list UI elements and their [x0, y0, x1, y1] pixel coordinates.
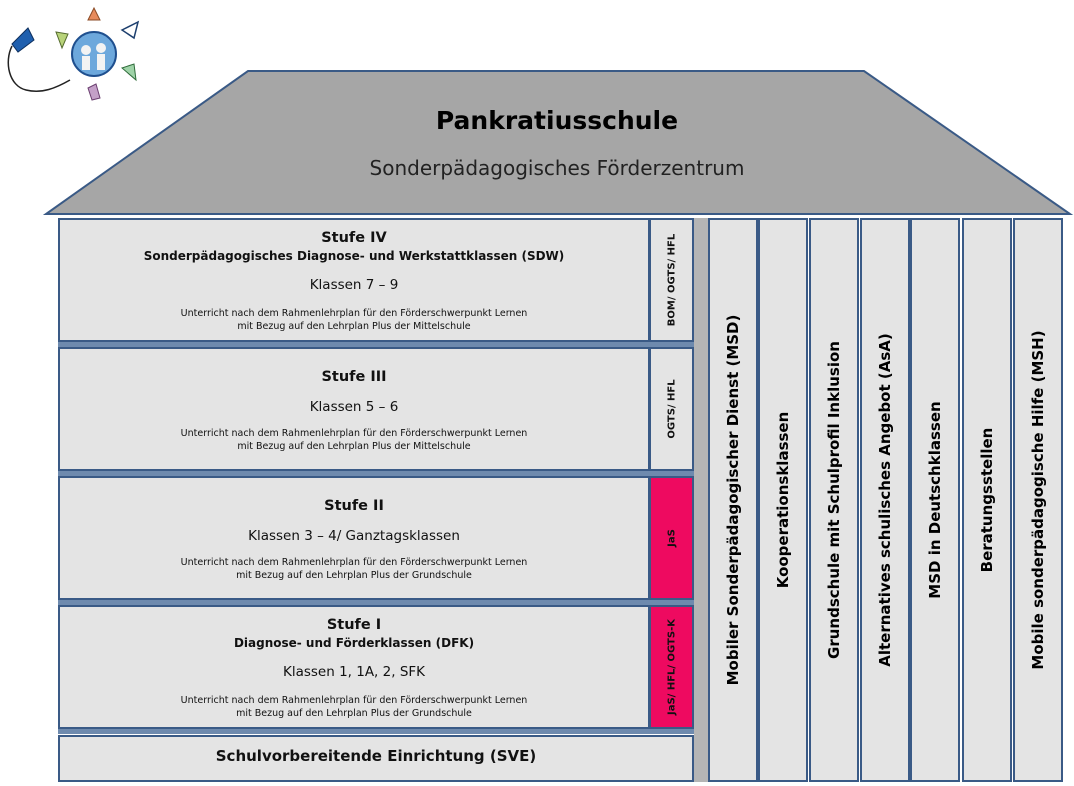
column-beratungsstellen: Beratungsstellen — [962, 218, 1012, 782]
level-note: Unterricht nach dem Rahmenlehrplan für d… — [60, 307, 648, 333]
foundation-sve: Schulvorbereitende Einrichtung (SVE) — [58, 735, 694, 782]
column-label: Alternatives schulisches Angebot (AsA) — [876, 333, 894, 667]
column-msd-deutschklassen: MSD in Deutschklassen — [910, 218, 960, 782]
column-asa: Alternatives schulisches Angebot (AsA) — [860, 218, 910, 782]
level-note-line: Unterricht nach dem Rahmenlehrplan für d… — [180, 308, 528, 319]
level-subtitle: Sonderpädagogisches Diagnose- und Werkst… — [143, 249, 565, 263]
level-classes: Klassen 1, 1A, 2, SFK — [282, 664, 426, 680]
column-msh: Mobile sonderpädagogische Hilfe (MSH) — [1013, 218, 1063, 782]
column-label: Beratungsstellen — [978, 427, 996, 573]
tag-stufe-iii: OGTS/ HFL — [649, 347, 694, 471]
level-subtitle: Diagnose- und Förderklassen (DFK) — [233, 636, 475, 650]
level-title: Stufe I — [326, 617, 382, 633]
level-classes: Klassen 5 – 6 — [309, 399, 399, 415]
level-title: Stufe IV — [321, 230, 387, 246]
column-label: Mobile sonderpädagogische Hilfe (MSH) — [1029, 330, 1047, 670]
tag-label: JaS/ HFL/ OGTS-K — [666, 619, 677, 715]
building-divider — [694, 218, 708, 782]
tag-label: JaS — [666, 529, 677, 547]
level-separator — [58, 600, 694, 605]
level-stufe-iv: Stufe IV Sonderpädagogisches Diagnose- u… — [58, 218, 650, 342]
level-separator — [58, 342, 694, 347]
school-logo-icon — [7, 6, 140, 101]
column-label: Mobiler Sonderpädagogischer Dienst (MSD) — [724, 314, 742, 686]
column-kooperationsklassen: Kooperationsklassen — [758, 218, 808, 782]
level-stufe-ii: Stufe II Klassen 3 – 4/ Ganztagsklassen … — [58, 476, 650, 600]
tag-stufe-ii: JaS — [649, 476, 694, 600]
level-stufe-i: Stufe I Diagnose- und Förderklassen (DFK… — [58, 605, 650, 729]
level-separator — [58, 729, 694, 734]
level-classes: Klassen 3 – 4/ Ganztagsklassen — [248, 528, 460, 544]
level-stufe-iii: Stufe III Klassen 5 – 6 Unterricht nach … — [58, 347, 650, 471]
column-label: Kooperationsklassen — [774, 411, 792, 589]
roof-subtitle: Sonderpädagogisches Förderzentrum — [369, 156, 745, 180]
level-separator — [58, 471, 694, 476]
level-title: Stufe II — [324, 498, 384, 514]
level-note-line: mit Bezug auf den Lehrplan Plus der Grun… — [236, 708, 472, 719]
roof-title: Pankratiusschule — [435, 106, 679, 135]
level-note-line: mit Bezug auf den Lehrplan Plus der Grun… — [236, 570, 472, 581]
level-note-line: Unterricht nach dem Rahmenlehrplan für d… — [180, 695, 528, 706]
level-classes: Klassen 7 – 9 — [309, 277, 399, 293]
level-note-line: Unterricht nach dem Rahmenlehrplan für d… — [180, 428, 528, 439]
level-title: Stufe III — [321, 369, 387, 385]
level-note-line: mit Bezug auf den Lehrplan Plus der Mitt… — [237, 321, 471, 332]
level-note-line: Unterricht nach dem Rahmenlehrplan für d… — [180, 557, 528, 568]
level-note: Unterricht nach dem Rahmenlehrplan für d… — [60, 427, 648, 453]
tag-stufe-iv: BOM/ OGTS/ HFL — [649, 218, 694, 342]
tag-label: OGTS/ HFL — [666, 379, 677, 439]
level-note-line: mit Bezug auf den Lehrplan Plus der Mitt… — [237, 441, 471, 452]
column-label: Grundschule mit Schulprofil Inklusion — [825, 341, 843, 659]
level-note: Unterricht nach dem Rahmenlehrplan für d… — [60, 694, 648, 720]
column-label: MSD in Deutschklassen — [926, 401, 944, 599]
column-msd: Mobiler Sonderpädagogischer Dienst (MSD) — [708, 218, 758, 782]
roof-shape — [42, 70, 1074, 215]
column-grundschule-inklusion: Grundschule mit Schulprofil Inklusion — [809, 218, 859, 782]
level-note: Unterricht nach dem Rahmenlehrplan für d… — [60, 556, 648, 582]
tag-stufe-i: JaS/ HFL/ OGTS-K — [649, 605, 694, 729]
tag-label: BOM/ OGTS/ HFL — [666, 233, 677, 327]
